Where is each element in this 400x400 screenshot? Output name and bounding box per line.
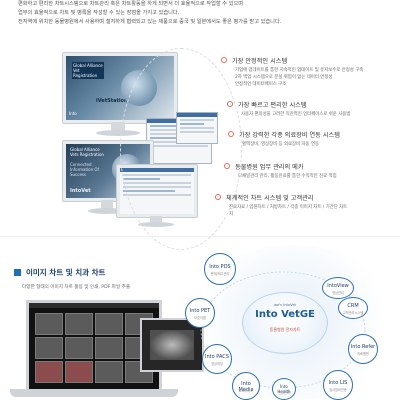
feature-bullet: 사용자 편의성을 고려한 직관적인 인터페이스로 쉬운 사용법 xyxy=(241,112,351,117)
node-into-pet[interactable]: Into PET 보호자앱 xyxy=(185,298,215,328)
section-marker-icon xyxy=(14,269,21,276)
node-title: Into PACS xyxy=(205,354,229,360)
feature-bullet: 다채널관리 관리, 활동진료를 통한 수익적인 진료 적립 xyxy=(238,174,337,179)
intro-text: 편화하고 편리한 차트시스템으로 차트관리 혹은 차트활동을 하게 되면서 더 … xyxy=(18,0,388,27)
screen-brand: IntoVet xyxy=(70,188,91,194)
feature-bullet: 안정적인 데이터베이스 구조 xyxy=(235,82,287,87)
feature-title: 체계적인 차트 시스템 및 고객관리 xyxy=(226,195,314,202)
xray-window xyxy=(140,318,204,372)
node-into-refer[interactable]: Into Refer 의뢰병원 xyxy=(348,334,378,364)
node-into-pacs[interactable]: Into PACS 영상저장 xyxy=(202,344,232,374)
node-into-health[interactable]: Into Health 건강관리 xyxy=(272,378,296,400)
node-title: Into Health xyxy=(277,384,291,394)
feature-bullet: 기업에 업데이트를 통한 지속적인 업데이트 및 유지보수로 안정성 구축 xyxy=(235,68,364,73)
node-title: IntoView xyxy=(327,283,349,289)
section-title: 이미지 차트 및 치과 차트 xyxy=(26,268,106,277)
node-sub: 건강관리 xyxy=(278,391,290,395)
node-sub: 의뢰병원 xyxy=(357,352,369,356)
node-sub: 영상관리 xyxy=(332,291,344,295)
feature-bullet: 2차 백업 시스템으로 분실 위험이 없는 데이터 안정성 xyxy=(235,75,333,80)
feature-title: 가장 빠르고 편리한 시스템 xyxy=(238,102,307,109)
feature-bullet: 지 xyxy=(229,212,234,217)
node-sub: 판매/재고관리 xyxy=(210,272,230,276)
diagram-center: we's IntoVet Into VetGE 동물병원 전자차트 xyxy=(242,292,328,354)
feature-dot xyxy=(224,163,230,169)
node-sub: 교육미디어 xyxy=(238,389,254,393)
screen-sub: Connected Information Of Success xyxy=(70,162,99,177)
node-sub: 검사장비연동 xyxy=(329,388,347,392)
feature-dot xyxy=(215,194,221,200)
node-title: CRM xyxy=(347,303,359,309)
intro-line: 전지역에 위치한 동물병원에서 사용하며 철저하게 협력되고 있는 제품으로 중… xyxy=(18,19,282,25)
intro-line: 편화하고 편리한 차트시스템으로 차트관리 혹은 차트활동을 하게 되면서 더 … xyxy=(18,1,244,7)
node-title: Into POS xyxy=(209,264,231,270)
node-into-lis[interactable]: Into LIS 검사장비연동 xyxy=(323,370,353,400)
center-brand: Into VetGE xyxy=(255,309,315,320)
node-into-media[interactable]: Into Media 교육미디어 xyxy=(232,372,260,400)
node-sub: 보호자앱 xyxy=(194,316,206,320)
node-into-pos[interactable]: Into POS 판매/재고관리 xyxy=(204,253,236,285)
monitor-stand xyxy=(101,200,113,210)
feature-title: 동물병원 업무 관리의 메카 xyxy=(235,164,304,171)
intro-line: 업무의 효율적으로 차트 및 병록을 작성할 수 있는 장점을 가지고 있습니다… xyxy=(18,10,180,16)
feature-bullet: 진료자료 / 입원차트 / 처방차트 / 각종 이미지 차트 / 기간단 차트 xyxy=(229,205,348,210)
laptop-body xyxy=(10,389,178,397)
node-crm[interactable]: CRM 고객관리시스템 xyxy=(338,297,368,319)
node-sub: 영상저장 xyxy=(211,362,223,366)
screen-caption: Global Alliance Vet Registration xyxy=(72,62,104,79)
feature-title: 가장 안정적인 시스템 xyxy=(232,58,288,65)
center-subtitle: 동물병원 전자차트 xyxy=(269,327,301,332)
screen-footer: Into xyxy=(69,111,77,116)
node-title: Into PET xyxy=(189,308,211,314)
feature-dot xyxy=(228,131,234,137)
feature-dot xyxy=(221,57,227,63)
node-title: Into Media xyxy=(238,381,254,393)
section-divider xyxy=(0,236,400,237)
feature-title: 가장 강력한 각종 의료장비 연동 시스템 xyxy=(239,132,340,139)
feature-dot xyxy=(227,101,233,107)
node-intoview[interactable]: IntoView 영상관리 xyxy=(322,277,354,299)
screen-caption: Global Alliance Vets Registration xyxy=(70,147,104,157)
section-subtitle: 다양한 형태의 이미지 차트 활용 및 인쇄, PDF 파일 추출 xyxy=(22,285,131,290)
feature-arc xyxy=(120,48,242,250)
monitor-stand xyxy=(111,122,125,132)
node-title: Into Refer xyxy=(350,344,376,350)
center-small-text: we's IntoVet xyxy=(274,303,296,307)
node-title: Into LIS xyxy=(328,380,348,386)
node-sub: 고객관리시스템 xyxy=(342,311,364,315)
screen-brand: iVetStation xyxy=(96,98,128,104)
monitor-base xyxy=(88,208,126,214)
monitor-base xyxy=(96,130,140,136)
feature-bullet: 혈액장비, 영상장비 등 의료장비 자동 연동 xyxy=(242,142,320,147)
